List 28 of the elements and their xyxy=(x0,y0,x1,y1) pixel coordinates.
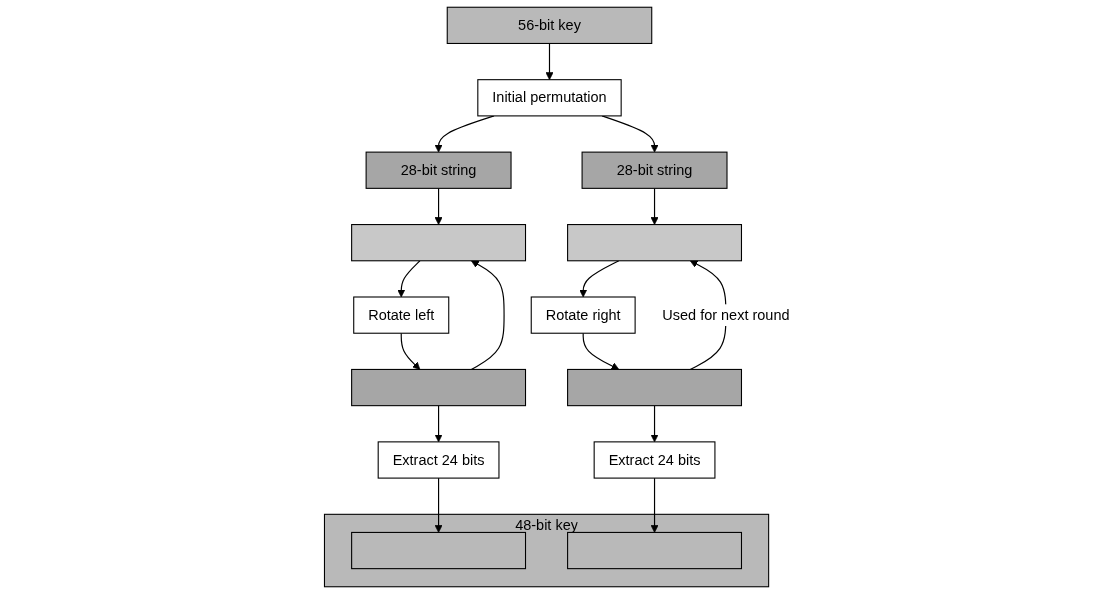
node-bar xyxy=(567,368,743,407)
arrow xyxy=(582,332,620,370)
node-bar xyxy=(351,224,527,262)
arrow xyxy=(545,42,554,81)
node-box: Rotate right xyxy=(530,296,636,334)
node-bar xyxy=(567,531,743,570)
arrow xyxy=(400,332,421,370)
node-bar xyxy=(567,224,743,262)
node-box: Extract 24 bits xyxy=(377,441,500,479)
arrow xyxy=(650,405,659,443)
node-bar xyxy=(351,531,527,570)
node-box: 28-bit string xyxy=(365,151,512,189)
arrow xyxy=(434,187,443,225)
arrow xyxy=(434,405,443,443)
node-box: Initial permutation xyxy=(477,79,622,117)
node-box: Rotate left xyxy=(353,296,450,334)
arrow xyxy=(650,187,659,225)
arrow xyxy=(579,260,620,298)
edge-label: Used for next round xyxy=(662,306,790,323)
arrow xyxy=(650,477,659,533)
arrow xyxy=(470,260,505,371)
node-box: 56-bit key xyxy=(446,6,653,44)
node-bar xyxy=(351,368,527,407)
cluster: 48-bit key xyxy=(323,513,770,588)
arrow xyxy=(434,477,443,533)
node-box: 28-bit string xyxy=(581,151,728,189)
node-box: Extract 24 bits xyxy=(593,441,716,479)
arrow xyxy=(397,260,421,298)
